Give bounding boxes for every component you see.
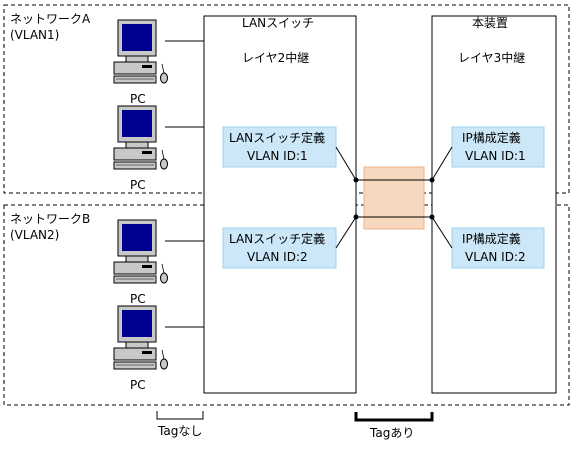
device-def-2-line2: VLAN ID:2 [465,250,526,264]
lan-switch-def-2-line2: VLAN ID:2 [247,250,308,264]
lan-switch-def-2-line1: LANスイッチ定義 [229,231,325,246]
tag-label: Tagあり [369,426,414,440]
pc-icon [113,305,168,370]
pc-icon [113,105,168,170]
network-a-group [3,4,570,194]
lan-switch-def-1-line1: LANスイッチ定義 [229,130,325,145]
pc-3: PC [113,219,168,306]
device-def-1-line1: IP構成定義 [462,130,521,145]
pc-4: PC [113,305,168,392]
device-def-2-box [451,227,545,269]
pc-4-label: PC [130,378,146,392]
switch-port-1 [353,177,359,183]
network-a-name: ネットワークA [10,12,91,26]
device-port-2 [429,214,435,220]
pc-2: PC [113,105,168,192]
lan-switch-subtitle: レイヤ2中継 [242,50,309,65]
device-def-2-to-port [431,216,453,249]
device-title: 本装置 [472,16,508,30]
device-subtitle: レイヤ3中継 [458,50,525,65]
pc-icon [113,19,168,84]
device-box [431,15,557,394]
def-1-to-switch-port [335,146,357,181]
pc-icon [113,219,168,284]
pc-1: PC [113,19,168,106]
tag-none-label: Tagなし [157,424,202,438]
tag-band [363,166,425,230]
lan-switch-title: LANスイッチ [242,16,314,30]
tag-none-bracket [156,411,204,420]
network-b-vlan: (VLAN2) [10,228,59,242]
switch-port-2 [353,214,359,220]
pc-3-label: PC [130,292,146,306]
def-2-to-switch-port [335,216,357,249]
lan-switch-def-1-line2: VLAN ID:1 [247,149,308,163]
network-a-vlan: (VLAN1) [10,28,59,42]
lan-switch-def-2-box [222,227,337,269]
tag-bracket [354,412,434,422]
device-def-1-line2: VLAN ID:1 [465,149,526,163]
device-def-2-line1: IP構成定義 [462,231,521,246]
device-def-1-to-port [431,146,453,181]
pc-1-label: PC [130,92,146,106]
device-port-1 [429,177,435,183]
pc-2-label: PC [130,178,146,192]
network-b-name: ネットワークB [10,212,90,226]
lan-switch-box [203,15,357,394]
